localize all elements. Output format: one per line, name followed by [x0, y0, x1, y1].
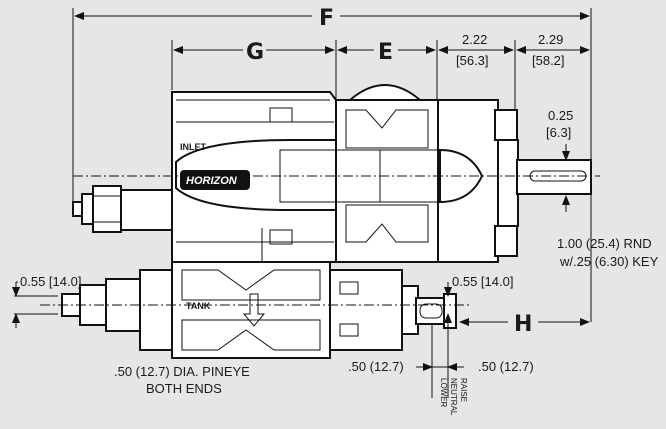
- dim-h-label: H: [514, 312, 532, 337]
- dimension-bottom-050: .50 (12.7) .50 (12.7): [348, 359, 534, 374]
- raise-label: RAISE: [459, 378, 468, 402]
- dim-222-mm: [56.3]: [456, 53, 489, 68]
- inlet-label: INLET: [180, 142, 207, 152]
- tank-label: TANK: [186, 301, 211, 311]
- center-lines: [40, 175, 600, 306]
- dim-left-050: .50 (12.7): [348, 359, 404, 374]
- dimension-222: 2.22 [56.3]: [438, 32, 514, 68]
- dim-right-050: .50 (12.7): [478, 359, 534, 374]
- shaft-line1: 1.00 (25.4) RND: [557, 236, 652, 251]
- dim-025-mm: [6.3]: [546, 125, 571, 140]
- dim-222-in: 2.22: [462, 32, 487, 47]
- pineye-note: .50 (12.7) DIA. PINEYE BOTH ENDS: [114, 364, 250, 396]
- dim-g-label: G: [246, 40, 264, 65]
- pineye-line2: BOTH ENDS: [146, 381, 222, 396]
- dimension-left-055: 0.55 [14.0]: [12, 274, 81, 328]
- dim-e-label: E: [378, 40, 393, 65]
- spool-positions: RAISE NEUTRAL LOWER: [439, 378, 468, 416]
- lower-label: LOWER: [439, 378, 448, 408]
- shaft-note: 1.00 (25.4) RND w/.25 (6.30) KEY: [557, 236, 659, 269]
- dim-229-mm: [58.2]: [532, 53, 565, 68]
- dim-right-055: 0.55 [14.0]: [452, 274, 513, 289]
- dimension-025: 0.25 [6.3]: [546, 108, 573, 212]
- dim-025-in: 0.25: [548, 108, 573, 123]
- dim-229-in: 2.29: [538, 32, 563, 47]
- valve-body: HORIZON INLET: [72, 84, 592, 264]
- dimension-right-055: 0.55 [14.0]: [444, 274, 513, 328]
- dim-f-label: F: [319, 6, 334, 31]
- neutral-label: NEUTRAL: [449, 378, 458, 416]
- dimension-f: F: [74, 6, 590, 31]
- dimension-h: H: [459, 312, 590, 337]
- dimension-e: E: [337, 40, 436, 65]
- tank-section: TANK: [61, 261, 457, 359]
- pineye-line1: .50 (12.7) DIA. PINEYE: [114, 364, 250, 379]
- dimension-g: G: [173, 40, 335, 65]
- dimension-229: 2.29 [58.2]: [516, 32, 590, 68]
- dim-left-055: 0.55 [14.0]: [20, 274, 81, 289]
- shaft-line2: w/.25 (6.30) KEY: [559, 254, 659, 269]
- brand-label: HORIZON: [186, 175, 238, 187]
